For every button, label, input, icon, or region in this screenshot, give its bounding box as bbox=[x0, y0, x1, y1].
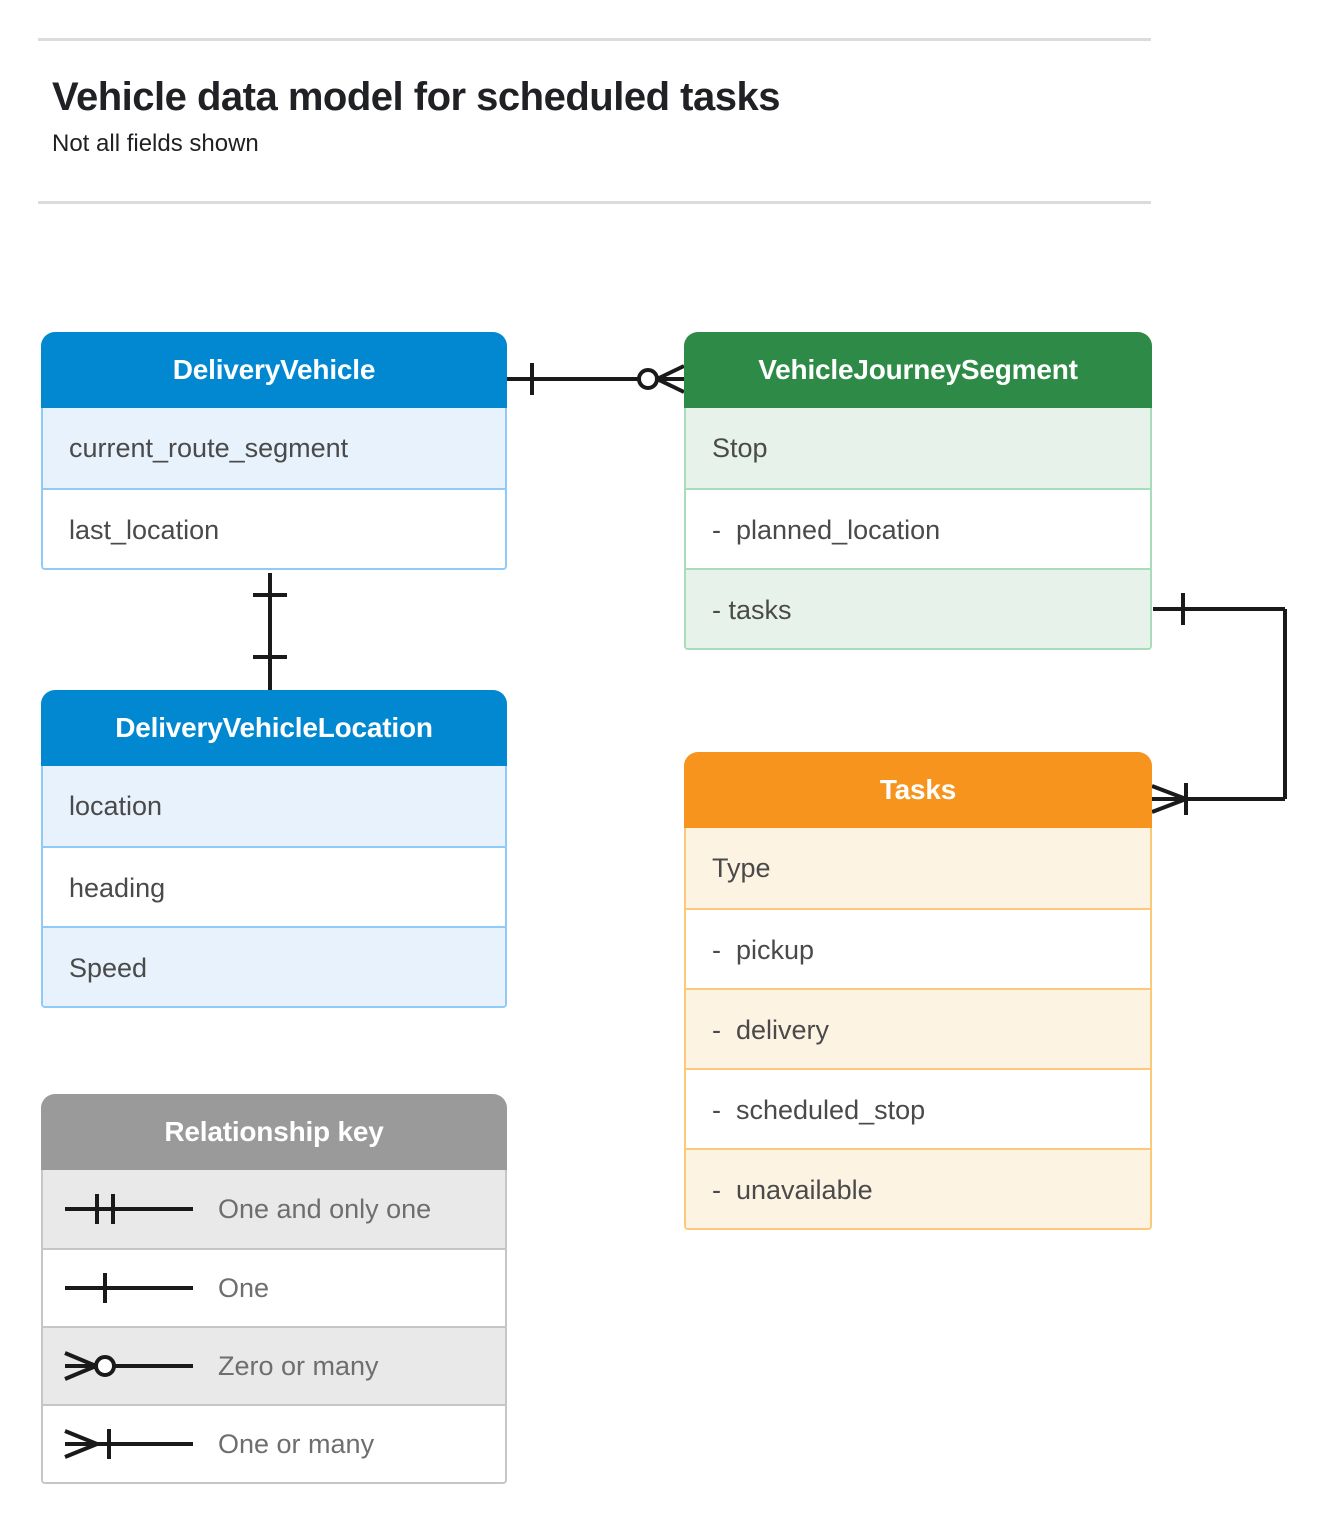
page-subtitle: Not all fields shown bbox=[52, 129, 259, 157]
entity-vehicle-journey-segment[interactable]: VehicleJourneySegment Stop - planned_loc… bbox=[684, 332, 1152, 650]
legend-item-label: One bbox=[218, 1272, 270, 1303]
legend-item-label: Zero or many bbox=[218, 1350, 379, 1381]
entity-title-vehicle-journey-segment: VehicleJourneySegment bbox=[684, 332, 1152, 408]
entity-field: heading bbox=[43, 846, 505, 926]
one-or-many-icon bbox=[43, 1424, 218, 1464]
legend-relationship-key[interactable]: Relationship key One and only one bbox=[41, 1094, 507, 1484]
entity-delivery-vehicle-location[interactable]: DeliveryVehicleLocation location heading… bbox=[41, 690, 507, 1008]
legend-item: One or many bbox=[43, 1404, 505, 1482]
legend-item-label: One or many bbox=[218, 1428, 375, 1459]
header-rule-bottom bbox=[38, 200, 1151, 204]
one-and-only-one-icon bbox=[43, 1189, 218, 1229]
entity-field: location bbox=[43, 766, 505, 846]
entity-field: - unavailable bbox=[686, 1148, 1150, 1228]
entity-field: Speed bbox=[43, 926, 505, 1006]
entity-title-tasks: Tasks bbox=[684, 752, 1152, 828]
entity-field: - scheduled_stop bbox=[686, 1068, 1150, 1148]
entity-field-list-delivery-vehicle-location: location heading Speed bbox=[41, 766, 507, 1008]
legend-item-label: One and only one bbox=[218, 1193, 432, 1224]
zero-or-many-icon bbox=[43, 1346, 218, 1386]
entity-field: current_route_segment bbox=[43, 408, 505, 488]
one-icon bbox=[43, 1268, 218, 1308]
header-rule-top bbox=[38, 38, 1151, 41]
entity-field: - pickup bbox=[686, 908, 1150, 988]
connector-vehiclejourneysegment-tasks bbox=[1151, 593, 1287, 815]
legend-title: Relationship key bbox=[41, 1094, 507, 1170]
entity-field-list-vehicle-journey-segment: Stop - planned_location - tasks bbox=[684, 408, 1152, 650]
legend-item: Zero or many bbox=[43, 1326, 505, 1404]
entity-delivery-vehicle[interactable]: DeliveryVehicle current_route_segment la… bbox=[41, 332, 507, 570]
connector-deliveryvehicle-vehiclejourneysegment bbox=[507, 363, 685, 395]
entity-title-delivery-vehicle-location: DeliveryVehicleLocation bbox=[41, 690, 507, 766]
connector-deliveryvehicle-deliveryvehiclelocation bbox=[253, 573, 287, 690]
entity-field: - delivery bbox=[686, 988, 1150, 1068]
legend-item: One bbox=[43, 1248, 505, 1326]
entity-field: Type bbox=[686, 828, 1150, 908]
entity-field: last_location bbox=[43, 488, 505, 568]
entity-field-list-delivery-vehicle: current_route_segment last_location bbox=[41, 408, 507, 570]
entity-field: Stop bbox=[686, 408, 1150, 488]
page-title: Vehicle data model for scheduled tasks bbox=[52, 75, 780, 119]
legend-item: One and only one bbox=[43, 1170, 505, 1248]
entity-field: - tasks bbox=[686, 568, 1150, 648]
entity-field-list-tasks: Type - pickup - delivery - scheduled_sto… bbox=[684, 828, 1152, 1230]
title-block: Vehicle data model for scheduled tasks N… bbox=[38, 41, 1151, 159]
entity-title-delivery-vehicle: DeliveryVehicle bbox=[41, 332, 507, 408]
entity-field: - planned_location bbox=[686, 488, 1150, 568]
legend-rows: One and only one One bbox=[41, 1170, 507, 1484]
entity-tasks[interactable]: Tasks Type - pickup - delivery - schedul… bbox=[684, 752, 1152, 1230]
document-header: Vehicle data model for scheduled tasks N… bbox=[38, 38, 1151, 204]
